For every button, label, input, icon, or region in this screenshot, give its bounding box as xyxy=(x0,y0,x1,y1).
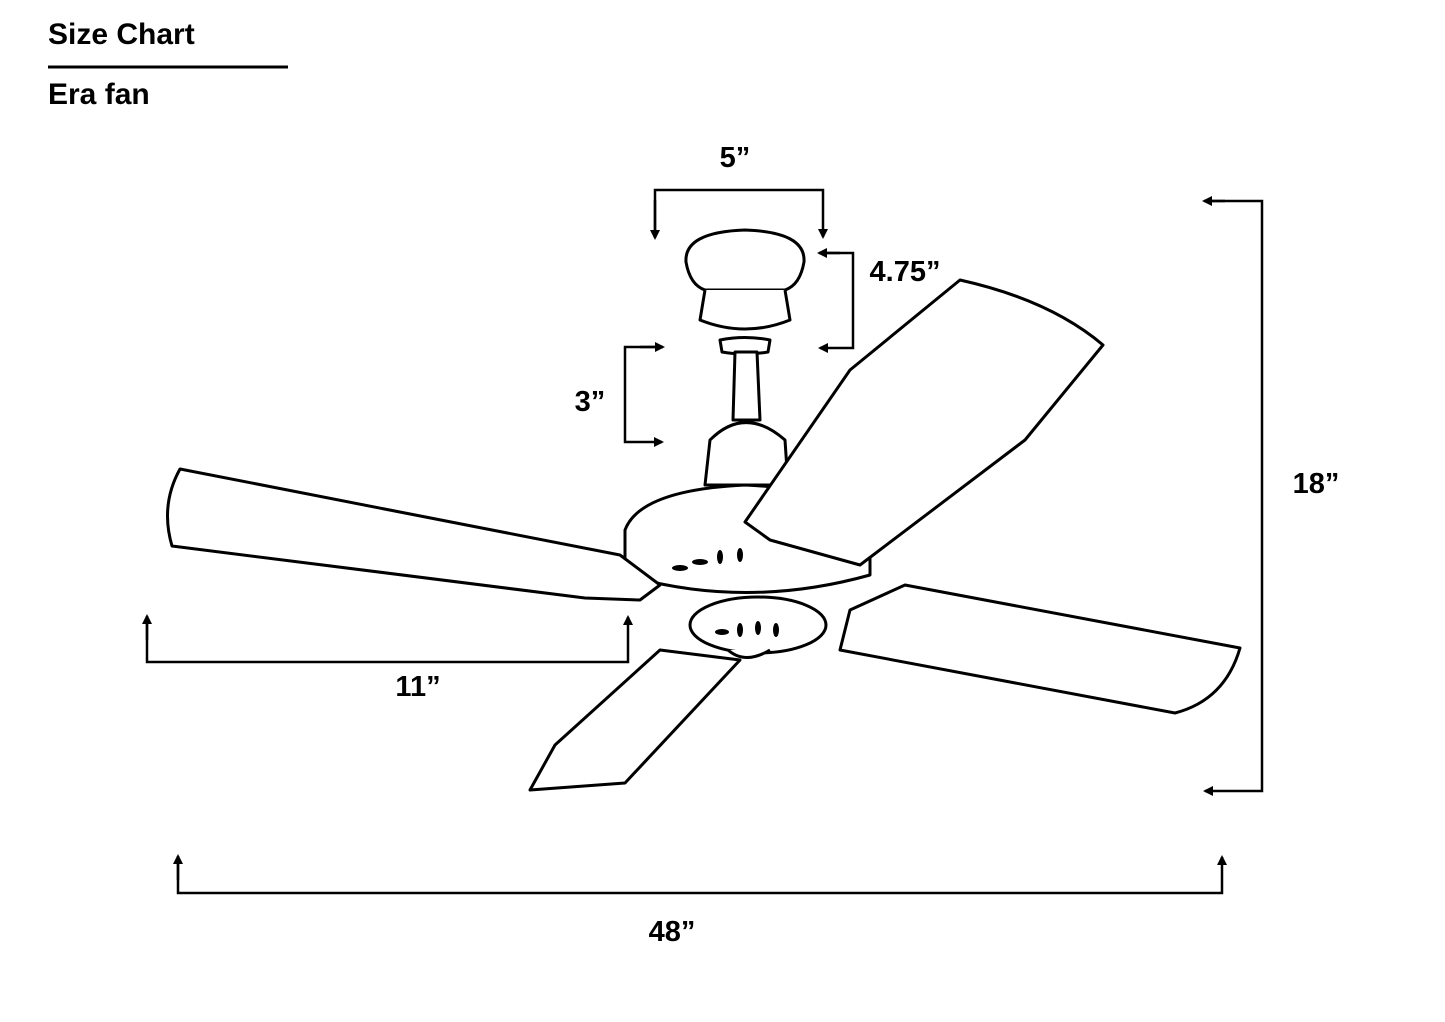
blade-left xyxy=(166,467,662,602)
canopy xyxy=(684,228,806,292)
page-title: Size Chart xyxy=(48,18,195,51)
vent-slots xyxy=(672,548,779,637)
span-bracket xyxy=(176,855,1227,895)
downrod-length-label: 3” xyxy=(574,386,606,418)
canopy-height-label: 4.75” xyxy=(869,256,941,288)
total-height-label: 18” xyxy=(1292,468,1340,500)
canopy-width-label: 5” xyxy=(719,142,751,174)
height-bracket xyxy=(1203,199,1264,796)
blade-bracket xyxy=(145,615,633,664)
blade-bottom xyxy=(528,648,742,792)
blade-right xyxy=(838,583,1242,715)
downrod xyxy=(731,350,762,422)
downrod-bracket xyxy=(623,345,664,447)
blade-top xyxy=(743,278,1105,567)
fan-span-label: 48” xyxy=(648,916,696,948)
product-name: Era fan xyxy=(48,78,150,111)
dimension-lines xyxy=(142,188,1264,895)
canopy-height-bracket xyxy=(818,251,855,353)
fan-body xyxy=(166,228,1242,792)
blade-length-label: 11” xyxy=(395,671,441,703)
